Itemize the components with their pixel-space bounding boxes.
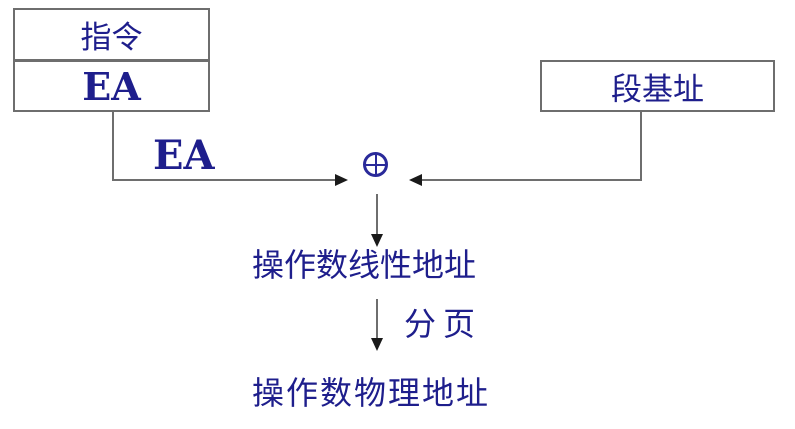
instruction-box-ea-cell: EA: [82, 63, 141, 109]
instruction-box: 指令 EA: [13, 8, 210, 112]
circled-plus-adder-icon: [363, 152, 388, 177]
arrowhead-to-linear-address: [371, 234, 383, 247]
physical-address-label: 操作数物理地址: [252, 374, 491, 412]
arrowhead-into-adder-right: [409, 174, 422, 186]
instruction-connector-vertical-line: [112, 111, 114, 180]
adder-to-linear-line: [376, 194, 378, 235]
segment-base-box: 段基址: [540, 60, 775, 112]
arrowhead-to-physical-address: [371, 338, 383, 351]
segment-base-connector-vertical-line: [640, 110, 642, 181]
arrowhead-into-adder-left: [335, 174, 348, 186]
adder-cross-vertical: [374, 155, 377, 174]
instruction-box-top-cell: 指令: [15, 10, 208, 62]
segment-base-connector-horizontal-line: [422, 179, 642, 181]
linear-address-label: 操作数线性地址: [252, 246, 477, 284]
paging-label: 分页: [404, 305, 483, 343]
instruction-connector-horizontal-line: [112, 179, 335, 181]
ea-arrow-label: EA: [153, 132, 215, 179]
paging-arrow-line: [376, 299, 378, 339]
